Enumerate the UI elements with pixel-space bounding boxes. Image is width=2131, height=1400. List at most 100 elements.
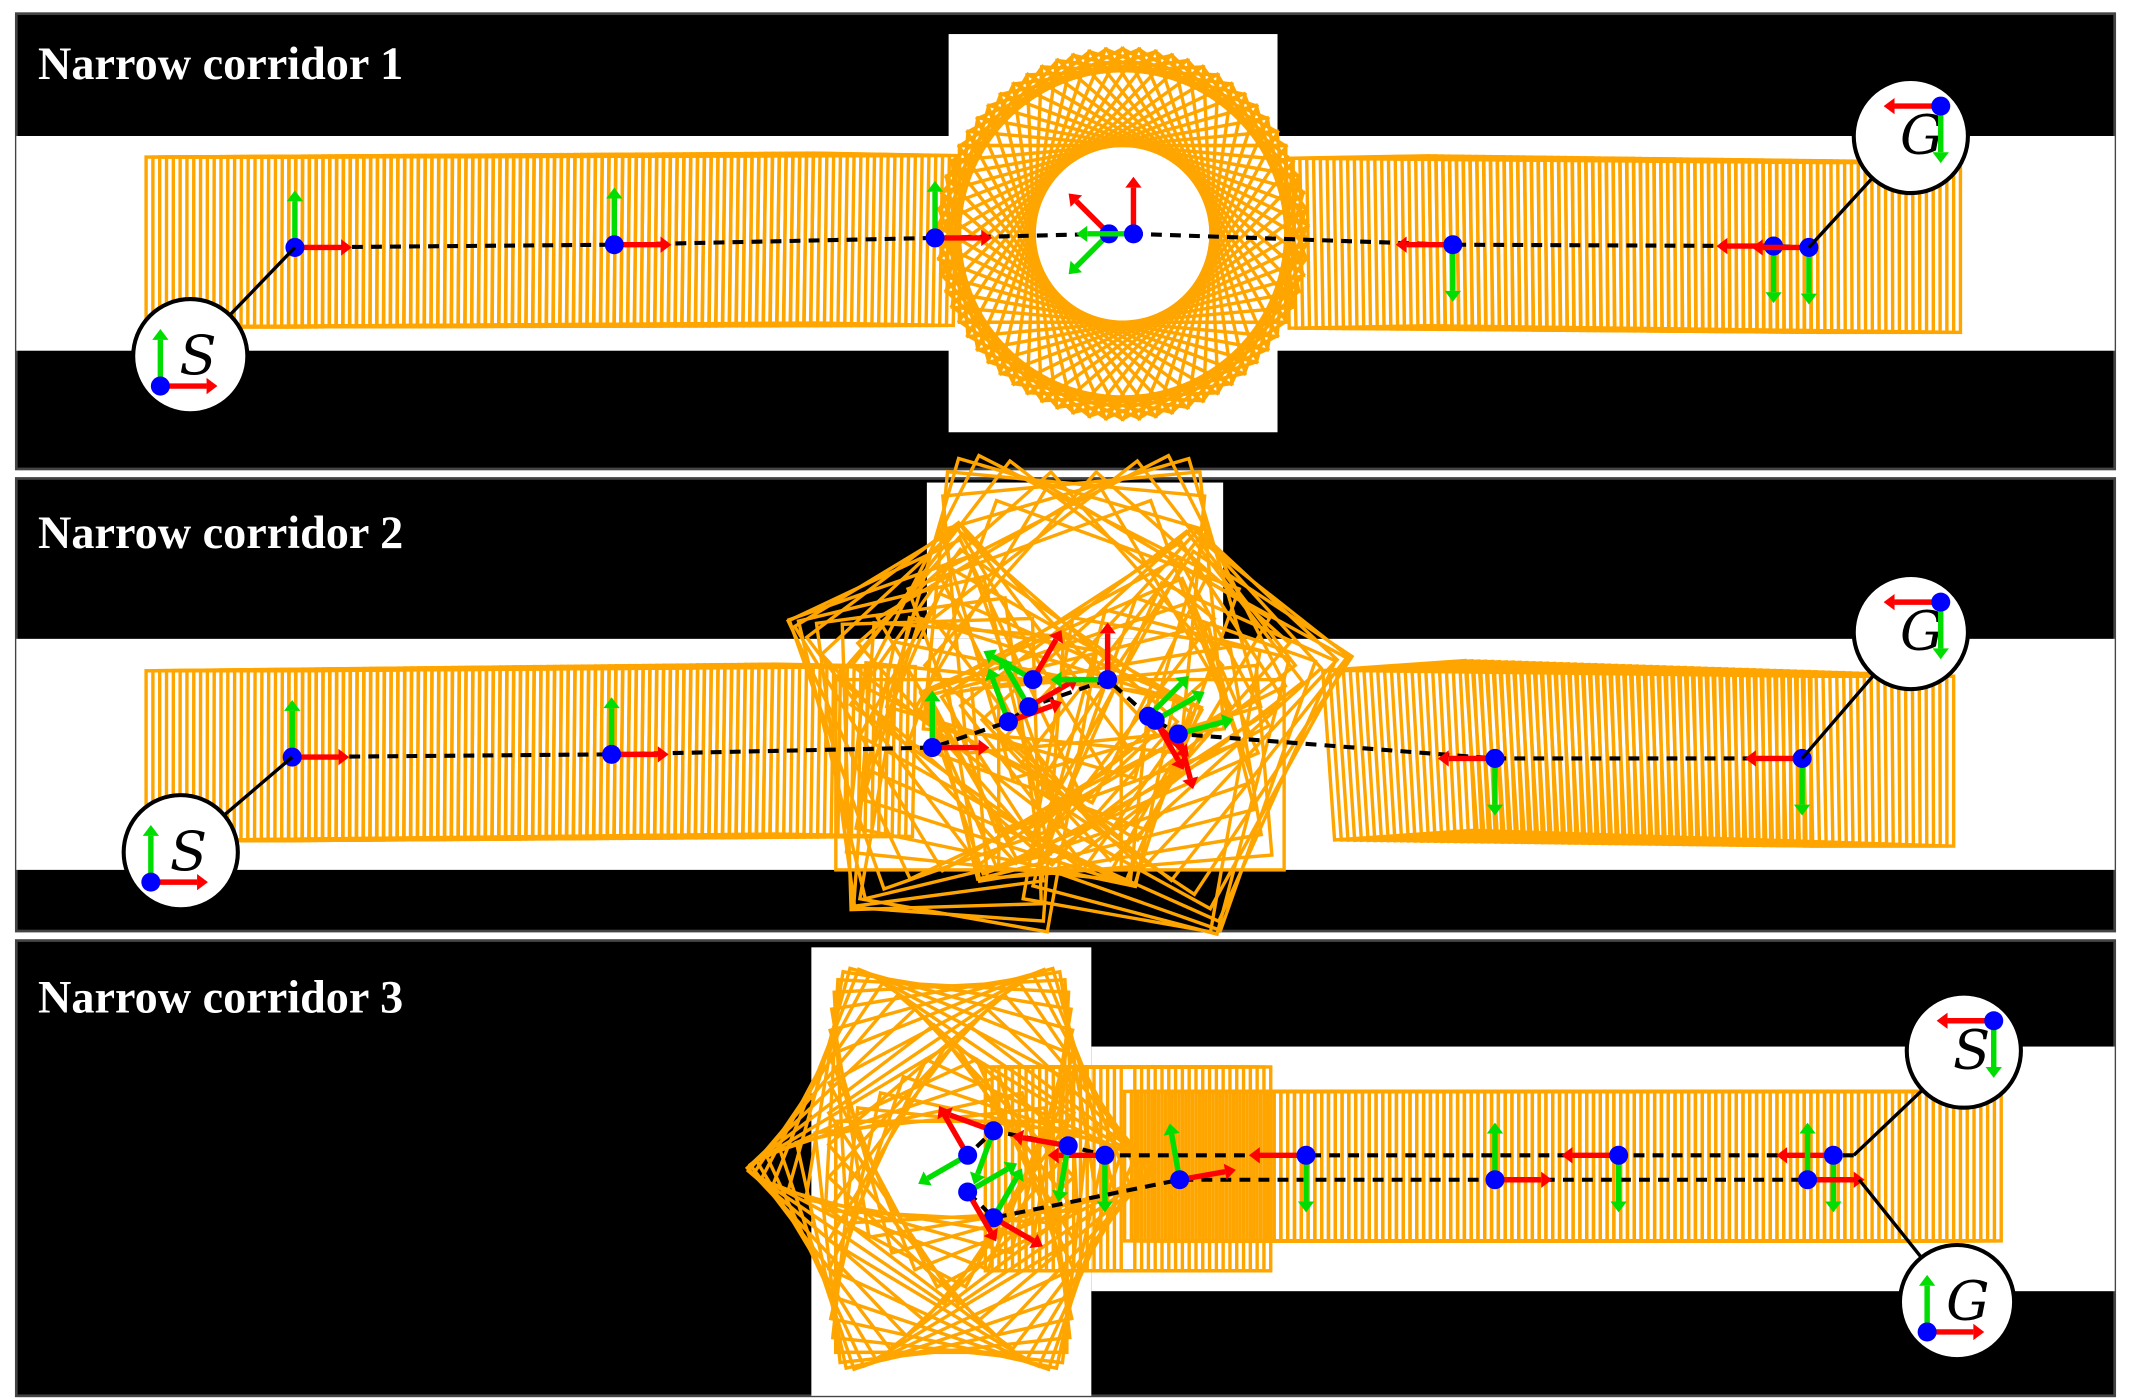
waypoint-dot	[958, 1182, 978, 1202]
y-axis-arrow-head	[1765, 292, 1782, 304]
robot-footprint	[764, 1057, 1076, 1369]
waypoint-dot	[1823, 1145, 1843, 1165]
waypoint-dot	[1443, 235, 1463, 255]
x-axis-arrow-head	[1048, 630, 1064, 644]
y-axis-arrow-head	[1096, 1201, 1114, 1213]
y-axis-arrow-head	[1932, 152, 1949, 164]
y-axis-arrow-head	[284, 700, 301, 711]
panel-title-1: Narrow corridor 1	[38, 38, 403, 89]
y-axis-arrow-head	[918, 1171, 932, 1186]
y-axis-arrow-head	[1052, 1189, 1069, 1202]
y-axis-arrow-head	[1003, 1161, 1018, 1176]
x-axis-arrow-head	[660, 236, 672, 253]
x-axis-arrow-head	[1068, 193, 1083, 207]
waypoint-dot	[1609, 1145, 1629, 1165]
x-axis-arrow-head	[206, 377, 218, 395]
waypoint-dot	[602, 744, 622, 764]
x-axis-arrow-head	[657, 746, 669, 763]
robot-footprint	[826, 1022, 1155, 1352]
x-axis-arrow-head	[1099, 622, 1116, 634]
waypoint-dot	[958, 1145, 978, 1165]
start-badge-label: S	[1953, 1018, 1990, 1081]
waypoint-dot	[1168, 724, 1188, 744]
robot-footprint	[957, 143, 1288, 324]
robot-footprint	[828, 1090, 1109, 1371]
robot-footprint	[979, 525, 1324, 863]
y-axis-arrow-head	[1220, 714, 1234, 730]
x-axis-arrow-head	[1541, 1171, 1553, 1188]
panel-narrow-corridor-1: SG	[14, 12, 2117, 471]
y-axis-arrow-head	[1825, 1201, 1842, 1213]
waypoint-dot	[1123, 224, 1143, 244]
x-axis-arrow-head	[1437, 750, 1449, 767]
x-axis-arrow-head	[1883, 593, 1895, 611]
waypoint-dot	[1019, 697, 1039, 717]
y-axis-arrow-head	[926, 180, 944, 192]
y-axis-arrow-head	[1932, 648, 1949, 660]
x-axis-arrow-head	[937, 1105, 952, 1120]
robot-footprint	[946, 644, 1264, 884]
waypoint-dot	[922, 738, 942, 758]
robot-footprint	[922, 469, 1292, 839]
y-axis-arrow-head	[1050, 671, 1062, 688]
y-axis-arrow-head	[1163, 1123, 1180, 1136]
y-axis-arrow-head	[606, 187, 623, 199]
waypoint-dot	[1917, 1322, 1937, 1342]
y-axis-arrow-head	[1918, 1274, 1936, 1286]
x-axis-arrow-head	[1745, 750, 1756, 767]
robot-footprint	[826, 1039, 1149, 1362]
waypoint-dot	[925, 228, 945, 248]
waypoint-dot	[1931, 592, 1951, 612]
x-axis-arrow-head	[1029, 1233, 1043, 1248]
y-axis-arrow-head	[603, 697, 620, 709]
y-axis-arrow-head	[142, 825, 160, 836]
y-axis-arrow-head	[1486, 1122, 1504, 1134]
panel-title-2: Narrow corridor 2	[38, 507, 403, 558]
x-axis-arrow-head	[338, 748, 350, 766]
robot-footprint	[1042, 580, 1338, 924]
x-axis-arrow-head	[1248, 1147, 1260, 1164]
x-axis-arrow-head	[197, 873, 208, 891]
x-axis-arrow-head	[1171, 756, 1186, 770]
start-badge-label: S	[170, 820, 207, 883]
waypoint-dot	[983, 1121, 1003, 1141]
y-axis-arrow-head	[1191, 690, 1205, 705]
robot-footprint	[778, 1074, 1076, 1372]
x-axis-arrow-head	[1883, 97, 1895, 115]
y-axis-arrow-head	[286, 190, 304, 202]
robot-footprint	[833, 1119, 1069, 1355]
y-axis-arrow-head	[1793, 804, 1811, 816]
robot-footprint	[859, 453, 1212, 806]
x-axis-arrow-head	[1751, 239, 1763, 256]
waypoint-dot	[1170, 1170, 1190, 1190]
x-axis-arrow-head	[1012, 1129, 1025, 1146]
y-axis-arrow-head	[1068, 260, 1083, 275]
waypoint-dot	[1798, 1170, 1818, 1190]
x-axis-arrow-head	[1716, 237, 1728, 255]
x-axis-arrow-head	[1125, 176, 1142, 188]
y-axis-arrow-head	[1799, 1122, 1816, 1134]
x-axis-arrow-head	[1395, 236, 1407, 253]
waypoint-dot	[1485, 748, 1505, 768]
x-axis-arrow-head	[1776, 1147, 1788, 1164]
y-axis-arrow-head	[1444, 290, 1461, 302]
x-axis-arrow-head	[983, 1227, 998, 1242]
robot-footprint	[794, 1090, 1074, 1371]
y-axis-arrow-head	[1610, 1201, 1627, 1213]
robot-footprint	[1041, 564, 1351, 911]
y-axis-arrow-head	[984, 668, 1001, 682]
waypoint-dot	[1296, 1145, 1316, 1165]
y-axis-arrow-head	[1297, 1201, 1315, 1213]
waypoint-dot	[1984, 1011, 2004, 1031]
panel-narrow-corridor-3: SG	[14, 939, 2117, 1398]
x-axis-arrow-head	[1561, 1147, 1573, 1164]
robot-footprint	[875, 483, 1234, 843]
waypoint-dot	[1145, 710, 1165, 730]
x-axis-arrow-head	[1973, 1323, 1985, 1341]
x-axis-arrow-head	[1936, 1012, 1948, 1029]
waypoint-dot	[604, 235, 624, 255]
robot-footprint	[750, 980, 1077, 1307]
robot-footprint	[759, 972, 1077, 1290]
x-axis-arrow-head	[1047, 1147, 1059, 1164]
waypoint-dot	[1485, 1170, 1505, 1190]
